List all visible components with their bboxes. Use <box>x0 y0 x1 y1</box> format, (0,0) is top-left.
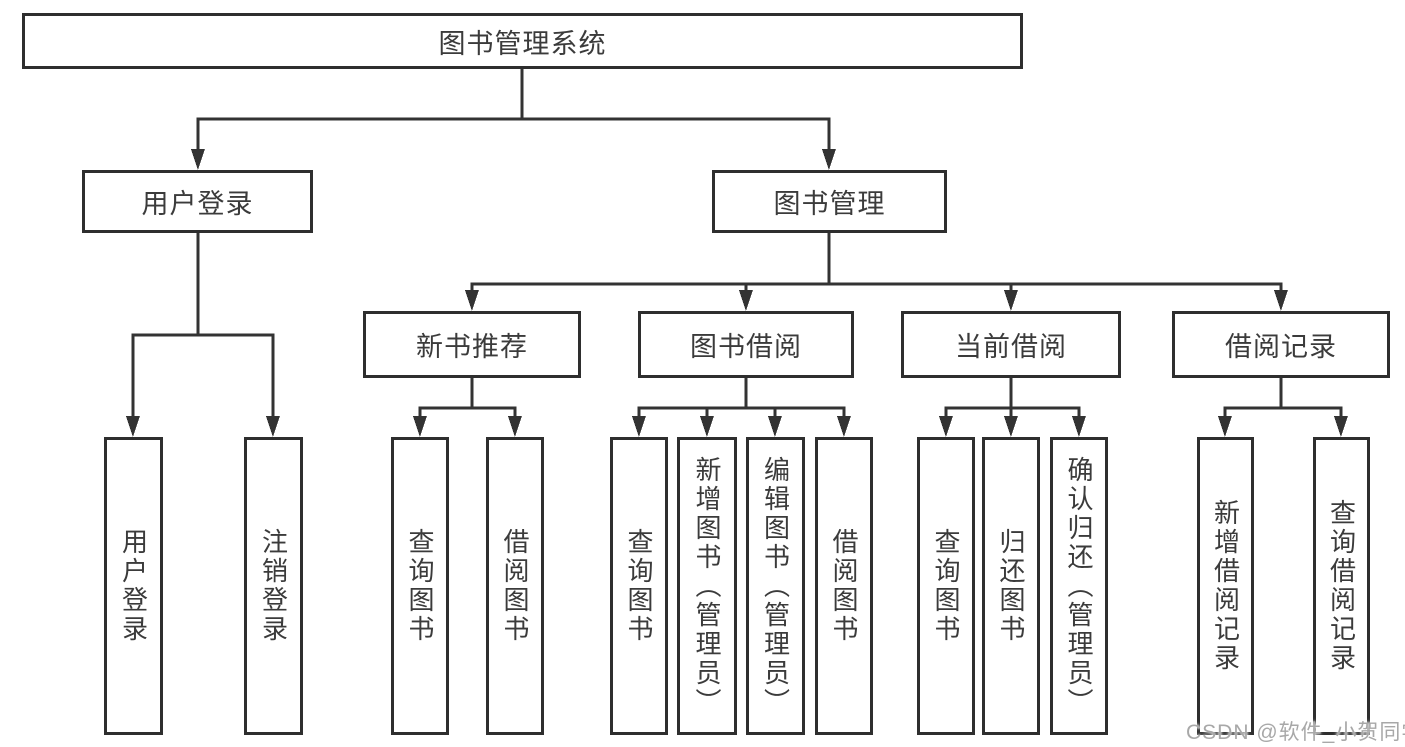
leaf-query-books-2: 查询图书 <box>610 437 668 735</box>
leaf-confirm-return-admin: 确认归还（管理员） <box>1050 437 1108 735</box>
node-library-system-root: 图书管理系统 <box>22 13 1023 69</box>
node-new-book-recommend: 新书推荐 <box>363 311 581 378</box>
leaf-logout: 注销登录 <box>244 437 303 735</box>
node-book-borrowing: 图书借阅 <box>638 311 854 378</box>
leaf-borrow-books-1: 借阅图书 <box>486 437 544 735</box>
leaf-edit-books-admin: 编辑图书（管理员） <box>746 437 805 735</box>
leaf-query-books-3: 查询图书 <box>917 437 975 735</box>
leaf-return-books: 归还图书 <box>982 437 1040 735</box>
leaf-user-login: 用户登录 <box>104 437 163 735</box>
arrowheads <box>126 149 1348 437</box>
leaf-add-books-admin: 新增图书（管理员） <box>677 437 737 735</box>
node-user-login: 用户登录 <box>82 170 313 233</box>
node-borrowing-records: 借阅记录 <box>1172 311 1390 378</box>
node-current-borrowing: 当前借阅 <box>901 311 1121 378</box>
leaf-borrow-books-2: 借阅图书 <box>815 437 873 735</box>
leaf-add-borrow-record: 新增借阅记录 <box>1197 437 1254 735</box>
csdn-watermark: CSDN @软件_小贺同学 <box>1186 721 1405 744</box>
leaf-query-borrow-record: 查询借阅记录 <box>1313 437 1370 735</box>
leaf-query-books-1: 查询图书 <box>391 437 449 735</box>
node-book-management: 图书管理 <box>712 170 947 233</box>
